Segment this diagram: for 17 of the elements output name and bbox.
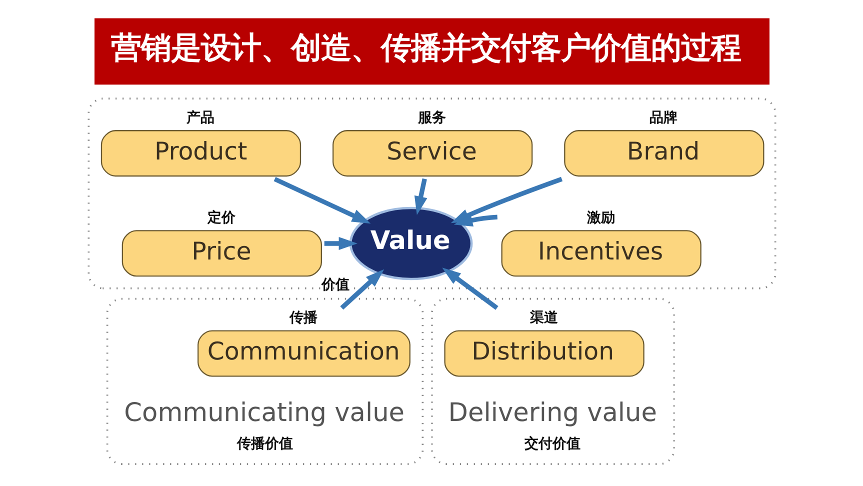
arrow [442,267,498,310]
node-label: 价值 [320,276,349,293]
node-label: 传播 [288,310,317,326]
arrow [414,178,427,215]
node-label: 激励 [586,210,614,226]
node-label: 产品 [186,110,214,126]
node-label: 传播价值 [236,435,293,452]
diagram-title: 营销是设计、创造、传播并交付客户价值的过程 [110,30,740,66]
node-label: 渠道 [529,310,558,326]
node-label: 服务 [418,110,446,126]
node-label: 定价 [206,210,235,226]
node-label: 交付价值 [524,435,580,452]
arrow [324,236,357,250]
node-label: 品牌 [649,110,678,126]
arrow [273,176,370,224]
arrow [340,268,384,310]
arrow [453,213,497,226]
